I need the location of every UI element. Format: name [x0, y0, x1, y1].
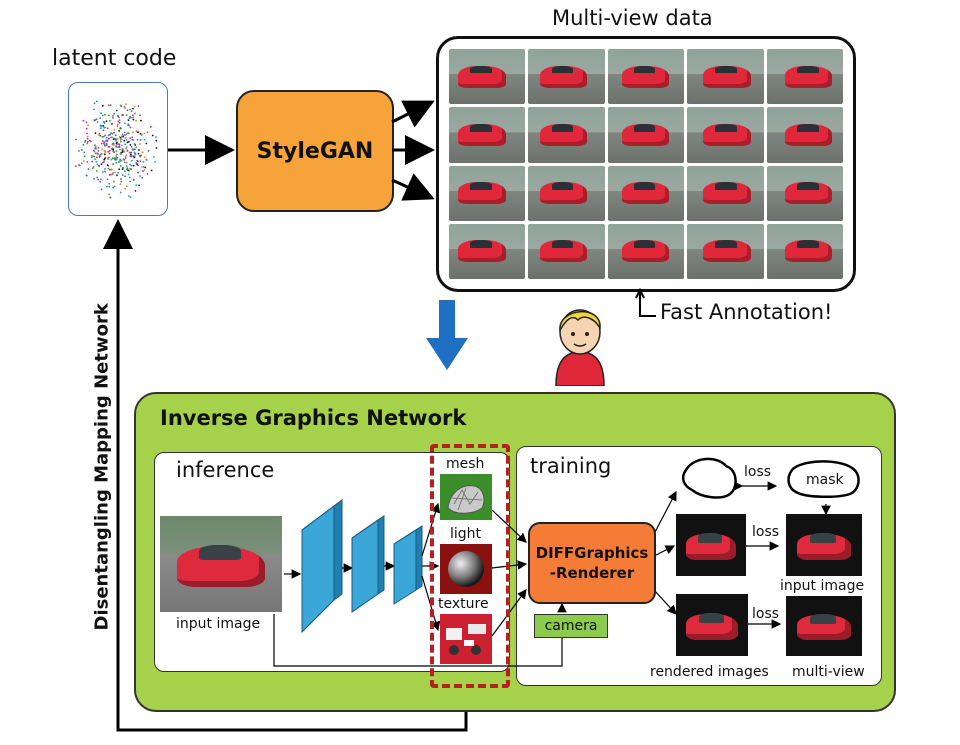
ign-title: Inverse Graphics Network: [160, 406, 467, 430]
stylegan-label: StyleGAN: [256, 138, 374, 164]
mask-label: mask: [806, 472, 844, 488]
light-sphere-icon: [448, 551, 484, 587]
multiview-image-grid: [449, 49, 843, 279]
multiview-thumbnail: [528, 107, 605, 163]
renderer-label-line2: -Renderer: [549, 564, 635, 582]
rendered-images-label: rendered images: [650, 664, 769, 680]
multiview-thumbnail: [766, 223, 843, 279]
loss-label-mask: loss: [744, 464, 772, 480]
loss-label-multiview: loss: [752, 606, 780, 622]
latent-code-box: [68, 82, 168, 216]
rendered-image-2: [676, 594, 748, 656]
multiview-thumbnail: [766, 107, 843, 163]
annotator-person-icon: [555, 309, 605, 386]
multiview-thumbnail: [607, 223, 685, 279]
light-label: light: [450, 526, 482, 542]
multiview-data-label: Multi-view data: [552, 6, 713, 30]
multiview-image: [786, 596, 862, 656]
cnn-layer-3: [393, 525, 423, 605]
rendered-silhouette-graphic: [681, 457, 737, 499]
mesh-icon: [447, 485, 485, 514]
multiview-thumbnail: [528, 165, 605, 221]
multiview-thumbnail: [766, 165, 843, 221]
multiview-thumbnail: [766, 49, 843, 105]
multiview-thumbnail: [687, 165, 764, 221]
stylegan-box: StyleGAN: [236, 90, 394, 212]
multiview-thumbnail: [528, 223, 605, 279]
cnn-layer-1: [301, 499, 343, 634]
camera-box: camera: [534, 614, 608, 638]
multiview-thumbnail: [607, 107, 685, 163]
texture-label: texture: [438, 596, 489, 612]
inference-label: inference: [176, 458, 275, 482]
latent-code-label: latent code: [52, 46, 177, 71]
multiview-data-box: [436, 36, 856, 292]
training-input-label: input image: [780, 578, 865, 594]
latent-scatter-graphic: [75, 100, 158, 199]
multiview-thumbnail: [687, 107, 764, 163]
camera-label: camera: [544, 618, 598, 634]
texture-image: [440, 614, 492, 664]
mask-blob-graphic: [787, 460, 860, 498]
down-arrow-icon: [426, 300, 468, 370]
fast-annotation-label: Fast Annotation!: [660, 300, 833, 324]
multiview-thumbnail: [449, 223, 526, 279]
loss-label-input: loss: [752, 524, 780, 540]
multiview-thumbnail: [687, 223, 764, 279]
inference-input-label: input image: [176, 616, 261, 632]
mesh-label: mesh: [446, 456, 485, 472]
multiview-thumbnail: [449, 49, 526, 105]
rendered-image-1: [676, 514, 746, 576]
multiview-thumbnail: [528, 49, 605, 105]
multiview-thumbnail: [607, 165, 685, 221]
mesh-image: [440, 474, 492, 520]
multiview-label: multi-view: [792, 664, 865, 680]
multiview-thumbnail: [687, 49, 764, 105]
multiview-thumbnail: [449, 165, 526, 221]
cnn-layer-2: [351, 515, 385, 613]
multiview-thumbnail: [449, 107, 526, 163]
inference-input-image: [160, 516, 282, 612]
light-image: [440, 544, 492, 594]
training-label: training: [530, 454, 612, 478]
training-input-image: [786, 514, 862, 576]
diffgraphics-renderer-box: DIFFGraphics -Renderer: [528, 522, 656, 604]
multiview-thumbnail: [607, 49, 685, 105]
predicted-properties-dashed-box: [430, 444, 510, 688]
renderer-label-line1: DIFFGraphics: [535, 544, 649, 562]
texture-map-icon: [446, 624, 486, 655]
